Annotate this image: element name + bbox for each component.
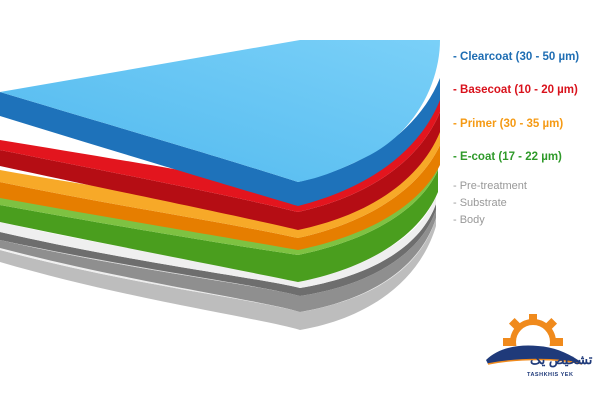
ecoat-label: - E-coat (17 - 22 µm) — [453, 151, 562, 163]
pretreatment-layer — [0, 196, 436, 296]
car-icon — [486, 345, 582, 364]
brand-logo — [486, 314, 583, 376]
logo-text-fa: تشخیص یک — [530, 352, 593, 367]
basecoat-label: - Basecoat (10 - 20 µm) — [453, 84, 578, 96]
basecoat-layer — [0, 88, 440, 230]
substrate-label: - Substrate — [453, 197, 507, 209]
body-label: - Body — [453, 214, 485, 226]
clearcoat-label: - Clearcoat (30 - 50 µm) — [453, 51, 580, 63]
logo-text-en: TASHKHIS YEK — [527, 372, 574, 378]
clearcoat-layer — [0, 40, 440, 206]
primer-label: - Primer (30 - 35 µm) — [453, 118, 564, 130]
pretreatment-label: - Pre-treatment — [453, 180, 527, 192]
